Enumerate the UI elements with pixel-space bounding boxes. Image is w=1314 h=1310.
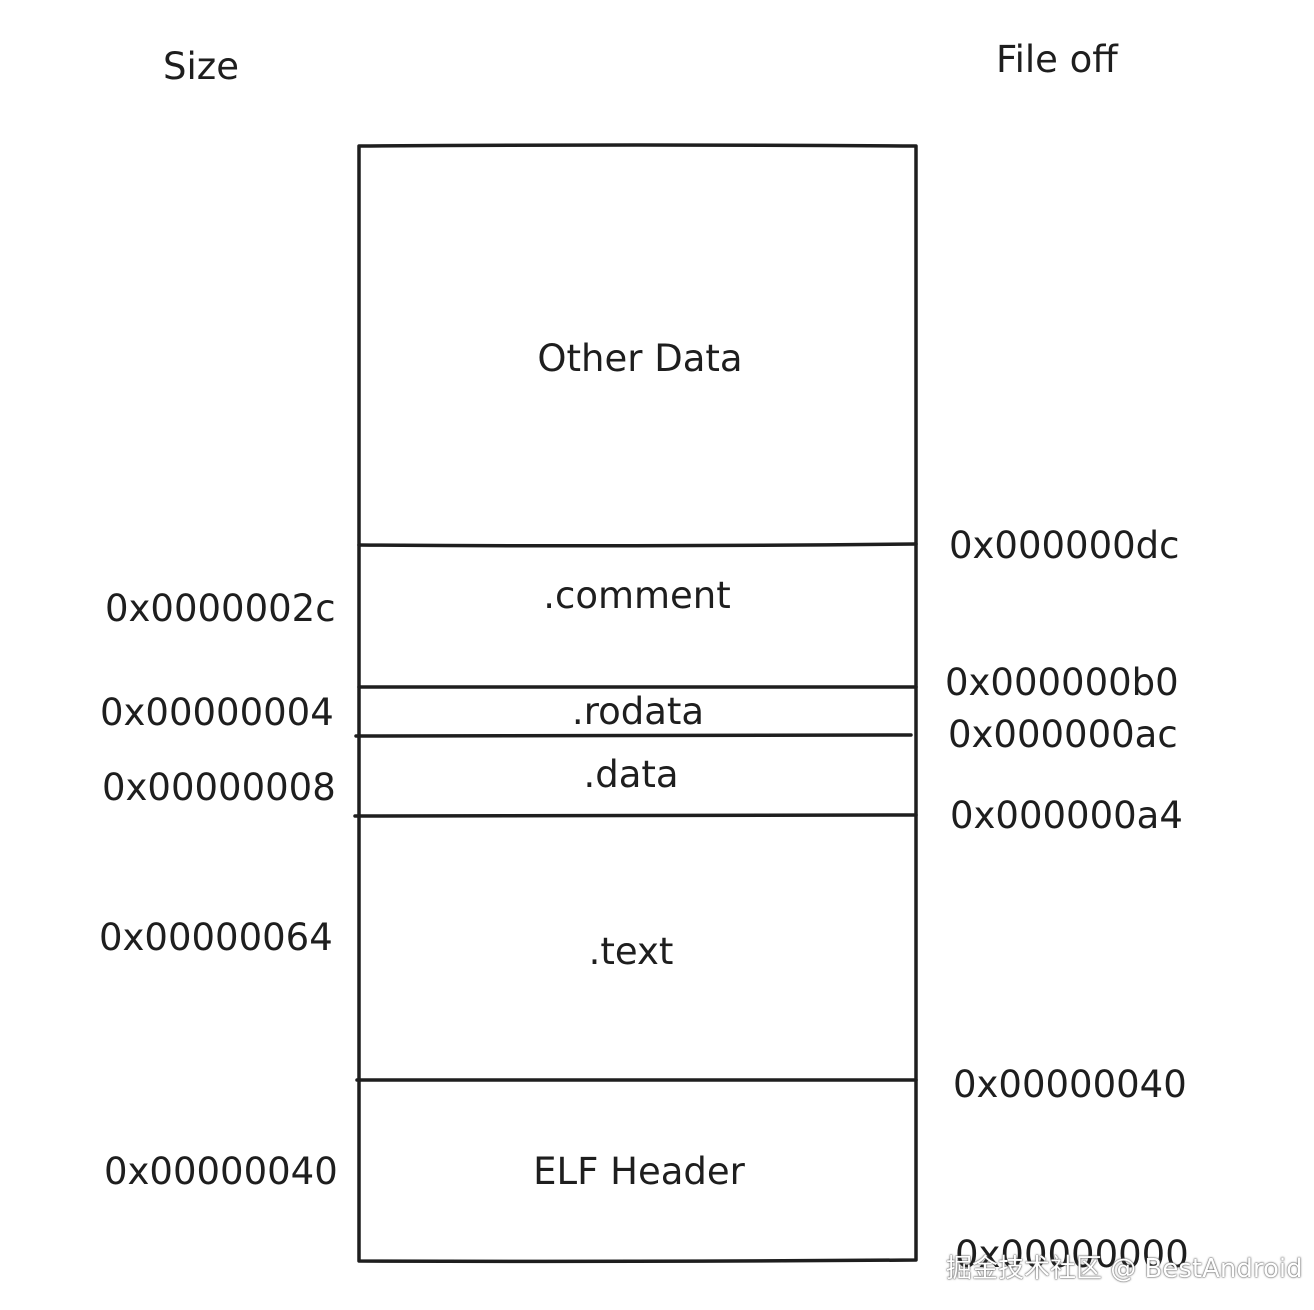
size-column-header: Size	[163, 45, 239, 88]
offset-label-dc: 0x000000dc	[949, 524, 1180, 567]
offset-label-00: 0x00000000	[955, 1233, 1189, 1276]
divider-text-elf	[355, 1077, 918, 1082]
size-label-data: 0x00000008	[102, 766, 336, 809]
section-label-rodata: .rodata	[571, 690, 705, 733]
section-label-data: .data	[583, 753, 679, 796]
divider-rodata-data	[354, 733, 913, 738]
section-label-other-data: Other Data	[537, 337, 743, 380]
section-label-elf-header: ELF Header	[533, 1150, 745, 1193]
divider-other-comment	[357, 542, 918, 548]
section-label-text: .text	[588, 930, 674, 973]
offset-label-b0: 0x000000b0	[945, 661, 1179, 704]
size-label-rodata: 0x00000004	[100, 691, 334, 734]
file-off-column-header: File off	[996, 38, 1118, 81]
section-label-comment: .comment	[543, 574, 731, 617]
divider-comment-rodata	[357, 684, 918, 689]
divider-data-text	[353, 813, 918, 818]
watermark: 掘金技术社区 @ BestAndroid	[946, 1254, 1303, 1284]
offset-label-ac: 0x000000ac	[948, 713, 1178, 756]
offset-label-40: 0x00000040	[953, 1063, 1187, 1106]
size-label-comment: 0x0000002c	[105, 587, 336, 630]
size-label-elf-header: 0x00000040	[104, 1150, 338, 1193]
outer-box	[357, 143, 918, 1264]
size-label-text: 0x00000064	[99, 916, 333, 959]
offset-label-a4: 0x000000a4	[950, 794, 1183, 837]
